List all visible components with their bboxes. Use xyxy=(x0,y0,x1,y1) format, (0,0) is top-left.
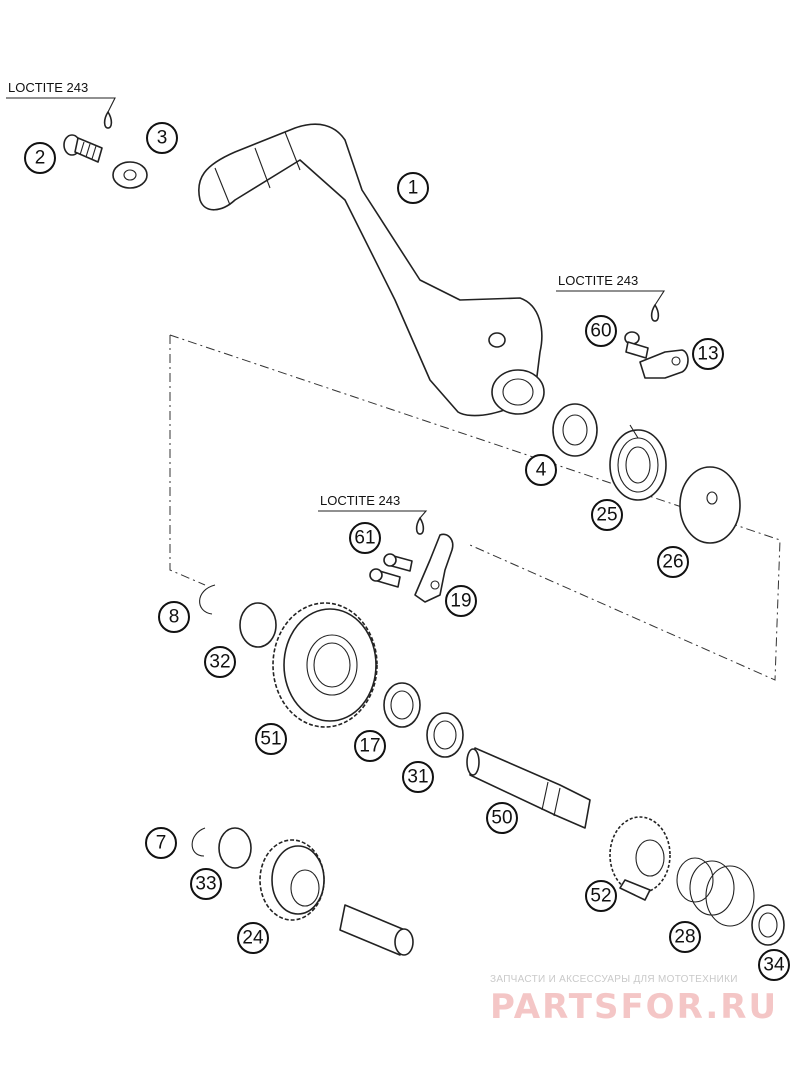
callout-61: 61 xyxy=(349,522,381,554)
callout-52: 52 xyxy=(585,880,617,912)
assembly-guide-lines xyxy=(169,334,781,681)
ratchet-52 xyxy=(609,816,671,901)
svg-text:50: 50 xyxy=(491,808,512,829)
svg-text:1: 1 xyxy=(408,178,419,199)
callout-31: 31 xyxy=(402,761,434,793)
callout-4: 4 xyxy=(525,454,557,486)
loctite-label-c: LOCTITE 243 xyxy=(318,493,428,519)
pin xyxy=(339,904,414,956)
svg-text:24: 24 xyxy=(242,928,264,949)
washer-31 xyxy=(426,712,464,758)
svg-text:13: 13 xyxy=(697,344,718,365)
loctite-drop-a xyxy=(103,111,113,129)
callout-51: 51 xyxy=(255,723,287,755)
callout-8: 8 xyxy=(158,601,190,633)
screw-2 xyxy=(63,134,103,163)
callout-17: 17 xyxy=(354,730,386,762)
callout-33: 33 xyxy=(190,868,222,900)
svg-text:LOCTITE 243: LOCTITE 243 xyxy=(320,493,400,508)
callout-25: 25 xyxy=(591,499,623,531)
svg-text:25: 25 xyxy=(596,505,617,526)
callout-50: 50 xyxy=(486,802,518,834)
circlip-7 xyxy=(191,827,206,857)
callout-13: 13 xyxy=(692,338,724,370)
svg-text:60: 60 xyxy=(590,321,611,342)
circlip-8 xyxy=(199,584,216,615)
callout-34: 34 xyxy=(758,949,790,981)
loctite-label-a: LOCTITE 243 xyxy=(6,80,116,113)
callout-60: 60 xyxy=(585,315,617,347)
svg-text:8: 8 xyxy=(169,607,180,628)
svg-text:19: 19 xyxy=(450,591,471,612)
callout-1: 1 xyxy=(397,172,429,204)
svg-text:28: 28 xyxy=(674,927,695,948)
ratchet-guide-19 xyxy=(414,533,454,603)
svg-text:ЗАПЧАСТИ И АКСЕССУАРЫ ДЛЯ МОТО: ЗАПЧАСТИ И АКСЕССУАРЫ ДЛЯ МОТОТЕХНИКИ xyxy=(490,974,738,985)
callout-26: 26 xyxy=(657,546,689,578)
screw-60 xyxy=(624,331,649,359)
svg-text:26: 26 xyxy=(662,552,683,573)
svg-text:17: 17 xyxy=(359,736,380,757)
shaft-50 xyxy=(466,747,591,829)
svg-text:PARTSFOR.RU: PARTSFOR.RU xyxy=(490,987,778,1027)
svg-text:7: 7 xyxy=(156,833,167,854)
svg-text:LOCTITE 243: LOCTITE 243 xyxy=(8,80,88,95)
loctite-drop-c xyxy=(415,517,425,535)
washer-4 xyxy=(552,403,598,457)
spring-28 xyxy=(676,857,755,927)
spring-25 xyxy=(609,424,667,501)
watermark: ЗАПЧАСТИ И АКСЕССУАРЫ ДЛЯ МОТОТЕХНИКИ PA… xyxy=(490,974,778,1027)
svg-text:51: 51 xyxy=(260,729,281,750)
callout-24: 24 xyxy=(237,922,269,954)
callout-2: 2 xyxy=(24,142,56,174)
screws-61 xyxy=(369,553,413,588)
svg-text:31: 31 xyxy=(407,767,428,788)
callout-3: 3 xyxy=(146,122,178,154)
callout-28: 28 xyxy=(669,921,701,953)
callout-32: 32 xyxy=(204,646,236,678)
needle-bearing-17 xyxy=(383,682,421,728)
svg-text:61: 61 xyxy=(354,528,375,549)
washer-33 xyxy=(218,827,252,869)
svg-text:3: 3 xyxy=(157,128,168,149)
loctite-drop-b xyxy=(650,304,660,322)
washer-3 xyxy=(112,161,148,189)
disc-26 xyxy=(679,466,741,544)
kickstarter-lever xyxy=(198,123,545,417)
callout-7: 7 xyxy=(145,827,177,859)
small-gear-24 xyxy=(259,839,325,921)
svg-text:33: 33 xyxy=(195,874,216,895)
svg-text:4: 4 xyxy=(536,460,547,481)
loctite-label-b: LOCTITE 243 xyxy=(556,273,666,306)
svg-text:32: 32 xyxy=(209,652,230,673)
bracket-13 xyxy=(639,349,689,379)
large-gear-51 xyxy=(272,602,378,728)
svg-text:2: 2 xyxy=(35,148,46,169)
washer-34 xyxy=(751,904,785,946)
svg-text:LOCTITE 243: LOCTITE 243 xyxy=(558,273,638,288)
svg-text:34: 34 xyxy=(763,955,785,976)
washer-32 xyxy=(239,602,277,648)
svg-text:52: 52 xyxy=(590,886,611,907)
callout-19: 19 xyxy=(445,585,477,617)
